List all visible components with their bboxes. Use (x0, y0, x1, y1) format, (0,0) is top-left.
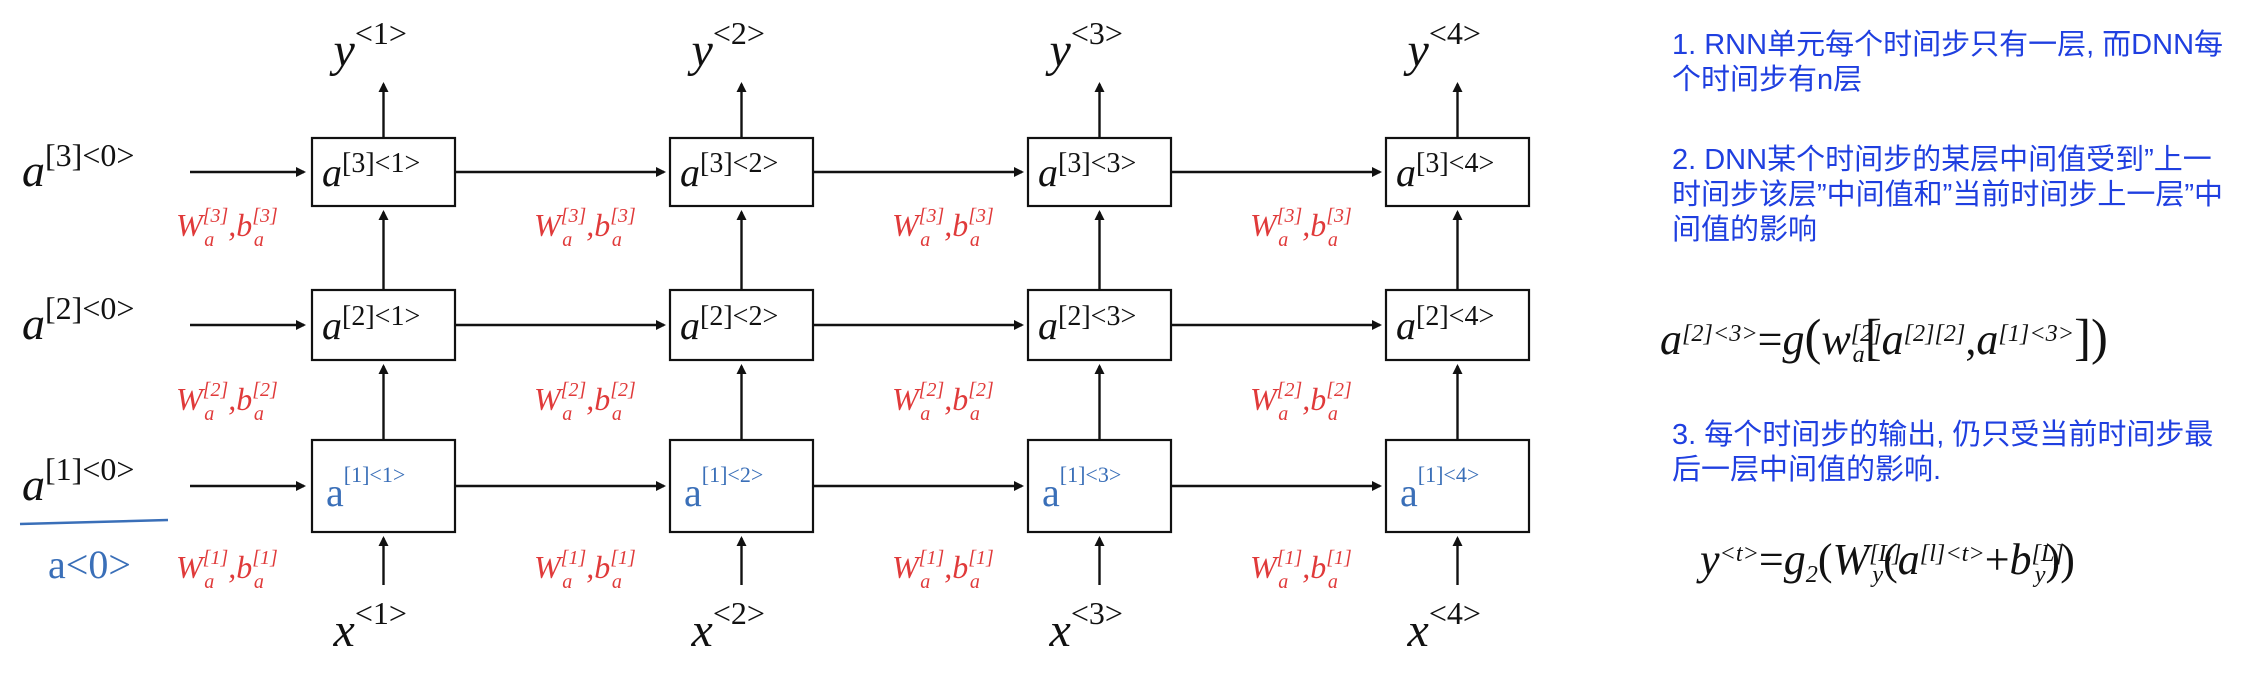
cell-label-l3-t1: a[3]<1> (322, 148, 420, 195)
cell-box-l2-t2 (668, 288, 815, 362)
cell-box-l3-t4 (1384, 136, 1531, 208)
output-label-t1: y<1> (329, 15, 407, 77)
weight-label-l1-t1: W[1]a,b[1]a (176, 547, 278, 593)
weight-label-l3-t4: W[3]a,b[3]a (1250, 205, 1352, 251)
handwritten-underline (19, 518, 169, 526)
cell-label-l2-t1: a[2]<1> (322, 301, 420, 348)
cell-box-l3-t2 (668, 136, 815, 208)
note-1: 1. RNN单元每个时间步只有一层, 而DNN每个时间步有n层 (1672, 29, 2224, 96)
weight-label-l2-t4: W[2]a,b[2]a (1250, 379, 1352, 425)
weight-label-l2-t1: W[2]a,b[2]a (176, 379, 278, 425)
weight-label-l2-t3: W[2]a,b[2]a (892, 379, 994, 425)
cell-box-l2-t4 (1384, 288, 1531, 362)
handwritten-cell-l1-t2: a[1]<2> (684, 462, 763, 515)
weight-label-l1-t3: W[1]a,b[1]a (892, 547, 994, 593)
input-label-t2: x<2> (691, 595, 765, 657)
input-label-t3: x<3> (1049, 595, 1123, 657)
cell-label-l3-t3: a[3]<3> (1038, 148, 1136, 195)
cell-box-l2-t3 (1026, 288, 1173, 362)
handwritten-cell-l1-t3: a[1]<3> (1042, 462, 1121, 515)
cell-label-l3-t2: a[3]<2> (680, 148, 778, 195)
weight-label-l3-t2: W[3]a,b[3]a (534, 205, 636, 251)
handwritten-cell-l1-t4: a[1]<4> (1400, 462, 1479, 515)
cell-box-l2-t1 (310, 288, 457, 362)
cell-box-l1-t4 (1384, 438, 1531, 534)
weight-label-l3-t1: W[3]a,b[3]a (176, 205, 278, 251)
weight-label-l3-t3: W[3]a,b[3]a (892, 205, 994, 251)
cell-label-l3-t4: a[3]<4> (1396, 148, 1494, 195)
note-3: 3. 每个时间步的输出, 仍只受当前时间步最后一层中间值的影响. (1672, 419, 2214, 486)
cell-label-l2-t4: a[2]<4> (1396, 301, 1494, 348)
cell-label-l2-t2: a[2]<2> (680, 301, 778, 348)
output-label-t3: y<3> (1045, 15, 1123, 77)
weight-label-l1-t4: W[1]a,b[1]a (1250, 547, 1352, 593)
note-2: 2. DNN某个时间步的某层中间值受到”上一时间步该层”中间值和”当前时间步上一… (1672, 144, 2223, 246)
initial-activation-l3: a[3]<0> (22, 137, 134, 196)
cell-label-l2-t3: a[2]<3> (1038, 301, 1136, 348)
initial-activation-l1: a[1]<0> (22, 451, 134, 510)
cell-box-l1-t2 (668, 438, 815, 534)
handwritten-cell-l1-t1: a[1]<1> (326, 462, 405, 515)
formula-output: y<t>=g2(W[L]y(a[l]<t>+b[L]y)) (1700, 535, 2075, 589)
input-label-t1: x<1> (333, 595, 407, 657)
weight-label-l2-t2: W[2]a,b[2]a (534, 379, 636, 425)
input-label-t4: x<4> (1407, 595, 1481, 657)
cell-box-l1-t1 (310, 438, 457, 534)
cell-box-l3-t1 (310, 136, 457, 208)
output-label-t4: y<4> (1403, 15, 1481, 77)
formula-activation: a[2]<3>=g(w[2]a[a[2][2],a[1]<3>]) (1660, 309, 2108, 369)
handwritten-initial: a<0> (48, 542, 131, 587)
output-label-t2: y<2> (687, 15, 765, 77)
weight-label-l1-t2: W[1]a,b[1]a (534, 547, 636, 593)
initial-activation-l2: a[2]<0> (22, 290, 134, 349)
